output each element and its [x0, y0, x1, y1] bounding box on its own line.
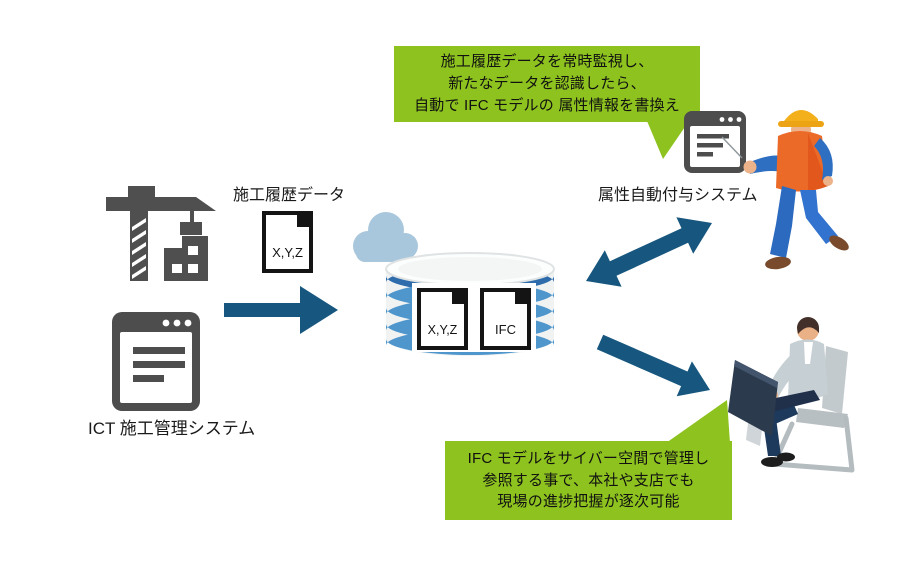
- arrow-down-right-icon: [596, 334, 710, 397]
- callout-bottom-line3: 現場の進捗把握が逐次可能: [497, 493, 680, 511]
- arrow-double-diagonal-icon: [586, 217, 712, 287]
- document-ifc-icon: IFC: [480, 288, 531, 350]
- document-xyz-db-icon: X,Y,Z: [417, 288, 468, 350]
- document-ifc-label: IFC: [495, 322, 516, 337]
- ict-window-icon: [112, 312, 200, 411]
- construction-history-label: 施工履歴データ: [233, 187, 346, 204]
- document-xyz-label: X,Y,Z: [272, 245, 303, 260]
- arrow-right-icon: [224, 286, 338, 334]
- callout-bottom-tail: [666, 400, 730, 443]
- document-xyz-db-label: X,Y,Z: [427, 323, 458, 337]
- worker-figure: [743, 109, 849, 270]
- attribute-window-icon: [684, 111, 746, 173]
- callout-bottom: IFC モデルをサイバー空間で管理し 参照する事で、本社や支店でも 現場の進捗把…: [445, 441, 732, 520]
- callout-top-line1: 施工履歴データを常時監視し、: [440, 53, 654, 71]
- attribute-system-label: 属性自動付与システム: [598, 187, 758, 204]
- document-xyz-icon: X,Y,Z: [262, 211, 313, 273]
- callout-top-line3: 自動で IFC モデルの 属性情報を書換え: [414, 96, 680, 114]
- office-worker-figure: [728, 317, 855, 473]
- callout-top-line2: 新たなデータを認識したら、: [448, 75, 646, 93]
- callout-bottom-line1: IFC モデルをサイバー空間で管理し: [467, 449, 710, 467]
- crane-building-icon: [106, 186, 216, 281]
- callout-top-tail: [647, 121, 689, 159]
- callout-top: 施工履歴データを常時監視し、 新たなデータを認識したら、 自動で IFC モデル…: [394, 46, 700, 122]
- cloud-icon: [353, 212, 418, 262]
- ict-system-label: ICT 施工管理システム: [88, 419, 256, 438]
- callout-bottom-line2: 参照する事で、本社や支店でも: [482, 471, 695, 489]
